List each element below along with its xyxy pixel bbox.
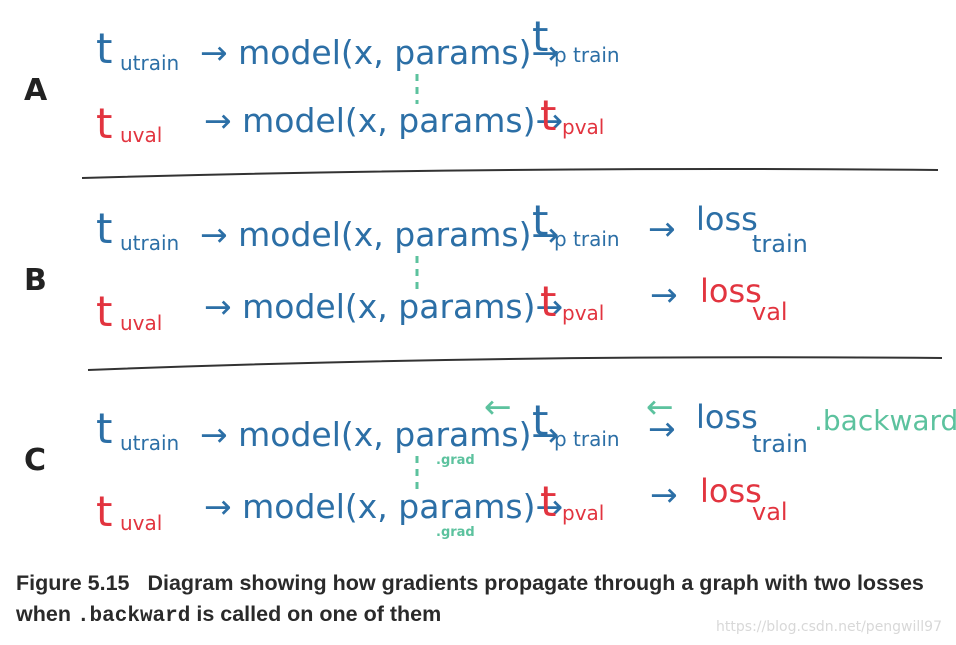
model-expression: → model(x, params)→ [204,487,563,526]
t-symbol: t [532,196,548,245]
panel-label-c: C [24,443,46,478]
model-expression: → model(x, params)→ [200,415,559,454]
t-symbol: t [96,99,112,148]
loss-subscript-train: train [752,230,808,258]
figure-caption: Figure 5.15 Diagram showing how gradient… [16,568,946,632]
arrow-to-loss: → [650,275,678,314]
panel-label-a: A [24,73,48,108]
loss-label: loss [700,472,762,510]
gradient-back-arrow: ← [484,387,512,426]
panel-a: t utrain → model(x, params)→ t p train t… [96,12,620,148]
t-subscript-pval: pval [562,301,604,325]
t-symbol: t [96,404,112,453]
gradient-diagram: A B C t utrain → model(x, params)→ t p t… [24,12,956,540]
divider-line-ab [81,168,939,179]
t-subscript-uval: uval [120,511,162,535]
model-expression: → model(x, params)→ [200,33,559,72]
gradient-back-arrow: ← [646,387,674,426]
divider-line-bc [87,356,943,371]
t-symbol: t [540,477,556,526]
t-subscript-uval: uval [120,311,162,335]
t-symbol: t [96,204,112,253]
loss-subscript-val: val [752,298,788,326]
t-subscript-ptrain: p train [554,427,620,451]
t-symbol: t [540,91,556,140]
model-expression: → model(x, params)→ [200,215,559,254]
arrow-to-loss: → [648,209,676,248]
backward-call: .backward [814,404,956,437]
t-symbol: t [96,24,112,73]
loss-label: loss [696,200,758,238]
model-expression: → model(x, params)→ [204,101,563,140]
t-subscript-utrain: utrain [120,431,179,455]
t-subscript-utrain: utrain [120,51,179,75]
t-subscript-uval: uval [120,123,162,147]
figure-number: Figure 5.15 [16,571,130,595]
params-grad-label: .grad [436,453,475,468]
t-subscript-ptrain: p train [554,43,620,67]
arrow-to-loss: → [648,409,676,448]
t-symbol: t [532,12,548,61]
arrow-to-loss: → [650,475,678,514]
t-symbol: t [532,396,548,445]
t-subscript-pval: pval [562,501,604,525]
loss-subscript-val: val [752,498,788,526]
t-subscript-pval: pval [562,115,604,139]
panel-c: t utrain → model(x, params)→ .grad ← t p… [96,387,956,540]
t-subscript-ptrain: p train [554,227,620,251]
t-symbol: t [540,277,556,326]
params-grad-label: .grad [436,525,475,540]
caption-code: .backward [76,605,191,628]
t-subscript-utrain: utrain [120,231,179,255]
watermark: https://blog.csdn.net/pengwill97 [716,619,942,635]
caption-text-part2: is called on one of them [196,602,442,626]
t-symbol: t [96,487,112,536]
loss-label: loss [696,398,758,436]
panel-label-b: B [24,263,47,298]
t-symbol: t [96,287,112,336]
loss-subscript-train: train [752,430,808,458]
model-expression: → model(x, params)→ [204,287,563,326]
panel-b: t utrain → model(x, params)→ t p train →… [96,196,808,336]
caption-text-part1: Diagram showing how gradients propagate … [16,571,924,626]
loss-label: loss [700,272,762,310]
